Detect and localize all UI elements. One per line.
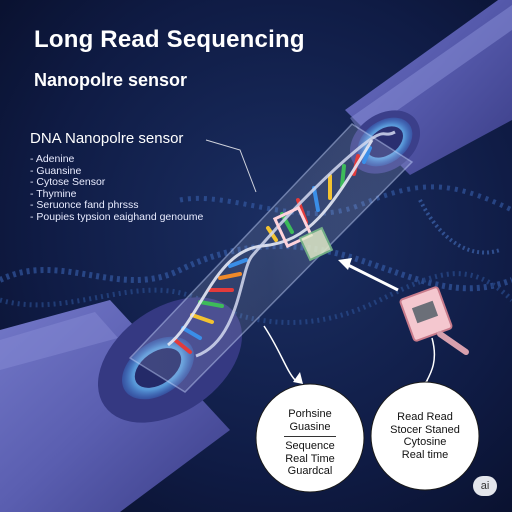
left-callout-arrowhead	[293, 372, 303, 384]
sensor-item: - Cytose Sensor	[30, 176, 106, 188]
sensor-items-list: - Adenine - Guansine - Cytose Sensor - T…	[30, 153, 220, 223]
sensor-item: - Poupies typsion eaighand genoume	[30, 210, 204, 223]
sensor-chip	[399, 286, 469, 355]
left-circle-divider	[284, 436, 336, 437]
sensor-item: - Adenine	[30, 153, 75, 165]
upper-pore-cylinder	[345, 0, 512, 175]
ai-badge: ai	[473, 476, 497, 496]
right-info-circle	[370, 381, 480, 491]
pointer-arrow	[338, 258, 399, 292]
right-circle-line-4: Real time	[401, 448, 449, 461]
right-circle-text: Read Read Stocer Staned Cytosine Real ti…	[377, 411, 473, 461]
callout-leader	[205, 139, 257, 193]
right-circle-line-2: Stocer Staned	[390, 423, 460, 436]
pore-reader-clamp	[272, 205, 334, 262]
left-circle-line-1: Porhsine	[288, 408, 332, 420]
left-info-circle	[255, 383, 365, 493]
sensor-item: - Seruonce fand phrsss	[30, 199, 139, 211]
page-title: Long Read Sequencing	[34, 26, 305, 53]
right-circle-line-3: Cytosine	[403, 436, 447, 448]
left-callout-curve	[263, 325, 296, 381]
sensor-heading: DNA Nanopolre sensor	[30, 130, 184, 147]
left-circle-line-2: Guasine	[289, 420, 331, 433]
right-circle-line-1: Read Read	[397, 411, 453, 423]
left-circle-line-5: Guardcal	[287, 465, 333, 477]
left-circle-line-4: Real Time	[285, 452, 335, 465]
sensor-item: - Guansine	[30, 164, 82, 177]
background-dna-strands	[0, 184, 512, 325]
page-subtitle: Nanopolre sensor	[34, 70, 188, 90]
left-circle-text: Porhsine Guasine Sequence Real Time Guar…	[262, 408, 358, 478]
left-circle-line-3: Sequence	[285, 440, 335, 452]
sensor-item: - Thymine	[30, 187, 77, 200]
